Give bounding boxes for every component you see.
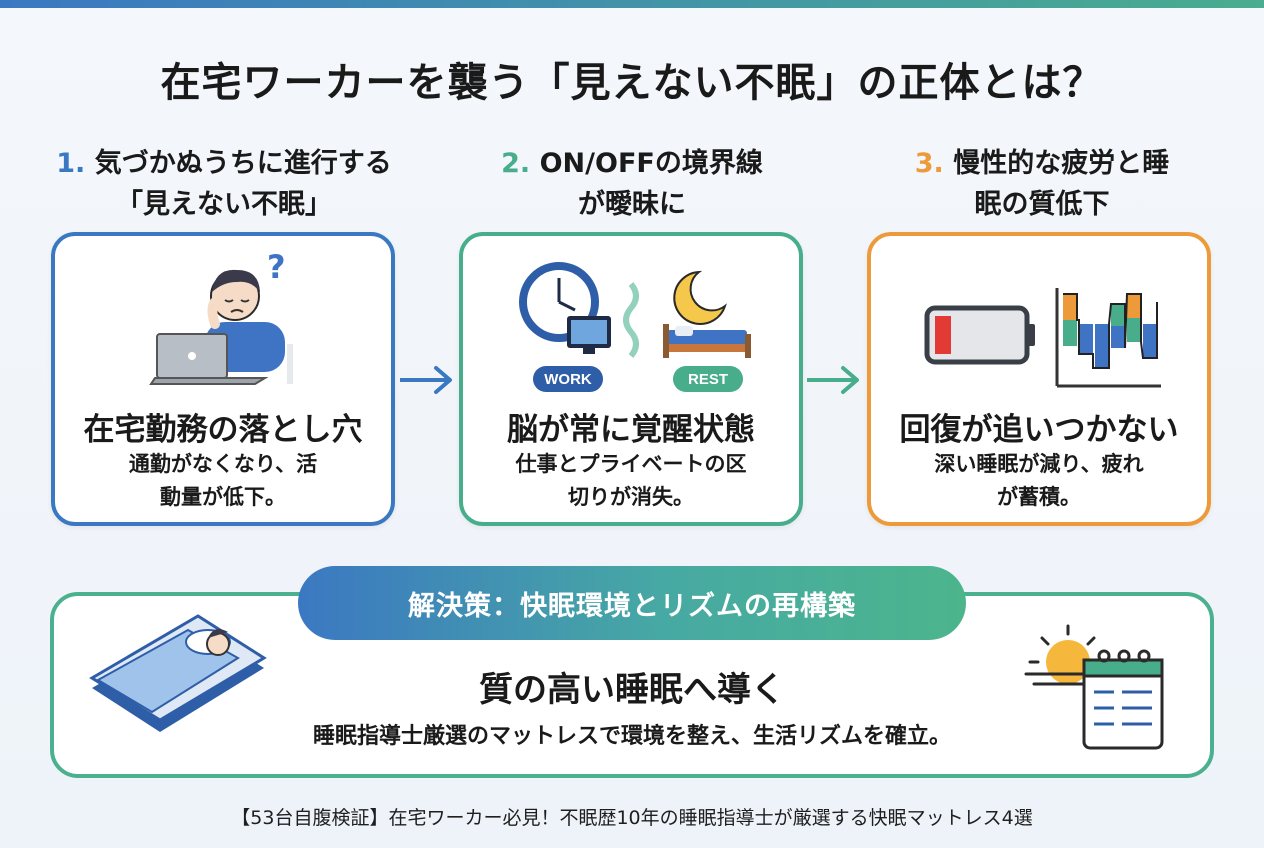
step-1-card-desc: 通勤がなくなり、活動量が低下。 <box>55 448 391 513</box>
step-1-desc-text: 通勤がなくなり、活動量が低下。 <box>128 452 318 509</box>
rest-badge: REST <box>688 371 728 388</box>
step-2-card: WORK REST 脳が常に覚醒状態 仕事とプライベートの区切りが消失。 <box>459 232 803 526</box>
footer-caption: 【53台自腹検証】在宅ワーカー必見！不眠歴10年の睡眠指導士が厳選する快眠マット… <box>231 807 1033 829</box>
svg-text:?: ? <box>267 254 286 286</box>
step-2-heading-text: ON/OFFの境界線が曖昧に <box>539 148 763 220</box>
sunrise-calendar-icon <box>1024 624 1164 750</box>
step-2-heading: 2. ON/OFFの境界線が曖昧に <box>500 144 764 225</box>
step-2-desc-text: 仕事とプライベートの区切りが消失。 <box>515 452 747 509</box>
top-accent-bar <box>0 0 1264 8</box>
step-3-desc-text: 深い睡眠が減り、疲れが蓄積。 <box>934 452 1144 509</box>
step-2-card-desc: 仕事とプライベートの区切りが消失。 <box>463 448 799 513</box>
step-1-card: ? 在宅勤務の落とし穴 通勤がなくなり、活動量が低下。 <box>51 232 395 526</box>
step-3-card-desc: 深い睡眠が減り、疲れが蓄積。 <box>871 448 1207 513</box>
step-1-heading-text: 気づかぬうちに進行する「見えない不眠」 <box>94 148 392 220</box>
person-sleeping-bed-icon <box>89 614 267 732</box>
step-3-card: 回復が追いつかない 深い睡眠が減り、疲れが蓄積。 <box>867 232 1211 526</box>
arrow-right-icon <box>400 366 452 394</box>
work-badge: WORK <box>544 371 592 388</box>
step-3-heading: 3. 慢性的な疲労と睡眠の質低下 <box>910 144 1174 225</box>
step-3-heading-text: 慢性的な疲労と睡眠の質低下 <box>953 148 1170 220</box>
step-3-card-title: 回復が追いつかない <box>899 412 1179 448</box>
step-1-number: 1. <box>56 148 86 179</box>
page-title: 在宅ワーカーを襲う「見えない不眠」の正体とは？ <box>160 60 1104 106</box>
worried-person-laptop-icon: ? <box>55 248 391 399</box>
step-3-number: 3. <box>914 148 944 179</box>
step-1-card-title: 在宅勤務の落とし穴 <box>83 412 363 448</box>
arrow-right-icon <box>807 366 859 394</box>
step-1-heading: 1. 気づかぬうちに進行する「見えない不眠」 <box>44 144 404 225</box>
step-2-card-title: 脳が常に覚醒状態 <box>507 412 755 448</box>
solution-desc: 睡眠指導士厳選のマットレスで環境を整え、生活リズムを確立。 <box>312 724 951 749</box>
step-2-number: 2. <box>501 148 531 179</box>
solution-label: 解決策：快眠環境とリズムの再構築 <box>298 566 966 640</box>
solution-title: 質の高い睡眠へ導く <box>479 670 785 710</box>
low-battery-sleep-graph-icon <box>871 254 1207 399</box>
clock-monitor-moon-bed-icon: WORK REST <box>463 254 799 399</box>
